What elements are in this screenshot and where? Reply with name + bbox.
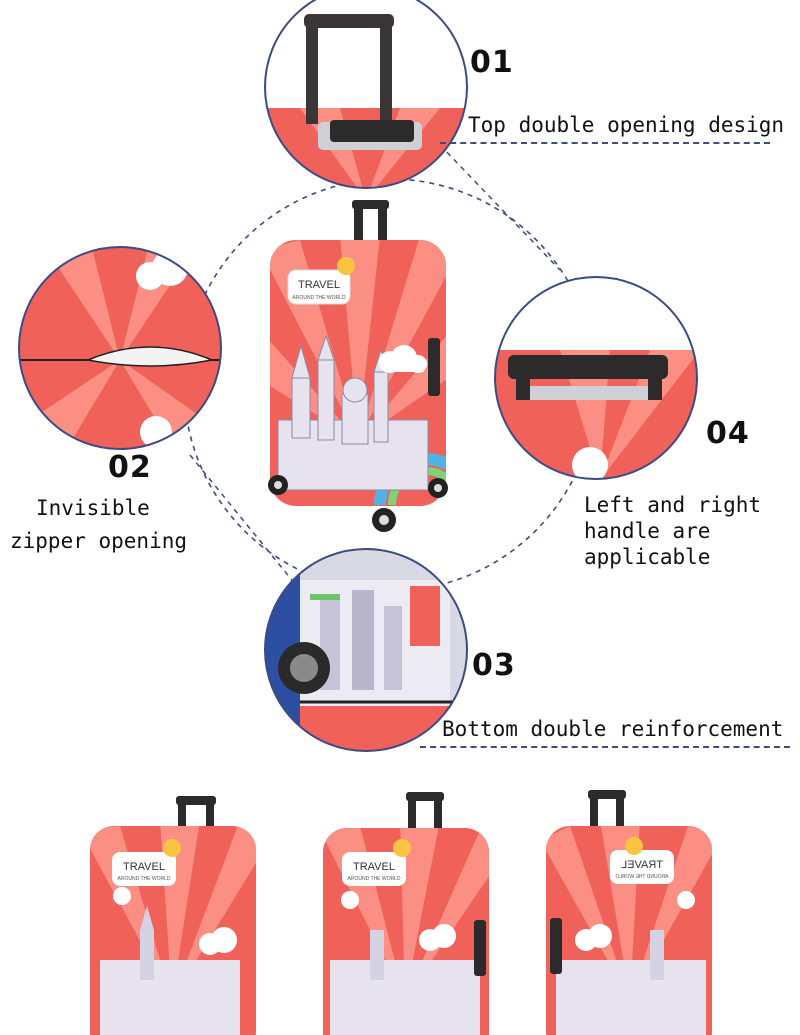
badge-subtitle: AROUND THE WORLD xyxy=(293,295,346,301)
badge-subtitle: AROUND THE WORLD xyxy=(118,876,171,882)
feature-number-02: 02 xyxy=(108,450,152,485)
feature-number-01: 01 xyxy=(470,45,514,80)
badge-title: TRAVEL xyxy=(123,861,165,873)
feature-caption-zipper-1: Invisible xyxy=(36,496,150,520)
feature-caption-zipper-2: zipper opening xyxy=(10,529,188,553)
feature-caption-handle-3: applicable xyxy=(584,545,711,569)
connector-line xyxy=(439,144,561,271)
badge-title: TRAVEL xyxy=(298,279,340,291)
detail-circle-zipper xyxy=(18,246,222,450)
feature-caption-top: Top double opening design xyxy=(468,113,785,137)
handle-icon xyxy=(354,202,363,252)
suitcase-front: TRAVEL AROUND THE WORLD xyxy=(90,796,256,1035)
feature-number-03: 03 xyxy=(472,648,516,683)
sun-icon xyxy=(337,257,355,275)
caption-underline xyxy=(420,746,790,748)
detail-circle-side-handle xyxy=(494,276,698,480)
feature-caption-bottom: Bottom double reinforcement xyxy=(442,717,784,741)
caption-underline xyxy=(440,142,770,144)
badge-title: TRAVEL xyxy=(353,861,395,873)
feature-caption-handle-2: handle are xyxy=(584,519,711,543)
feature-number-04: 04 xyxy=(706,416,750,451)
landmark-icon xyxy=(277,334,429,491)
travel-badge: TRAVEL AROUND THE WORLD xyxy=(287,257,355,305)
feature-caption-handle-1: Left and right xyxy=(584,493,762,517)
suitcase-side-right: TRAVEL AROUND THE WORLD xyxy=(546,790,712,1035)
badge-subtitle: AROUND THE WORLD xyxy=(615,874,668,880)
main-suitcase: TRAVEL AROUND THE WORLD xyxy=(268,200,448,532)
wheel-icon xyxy=(268,475,448,532)
badge-subtitle: AROUND THE WORLD xyxy=(348,876,401,882)
badge-title: TRAVEL xyxy=(621,859,663,871)
detail-circle-top-handle xyxy=(264,0,468,189)
suitcase-side-left: TRAVEL AROUND THE WORLD xyxy=(323,792,489,1035)
